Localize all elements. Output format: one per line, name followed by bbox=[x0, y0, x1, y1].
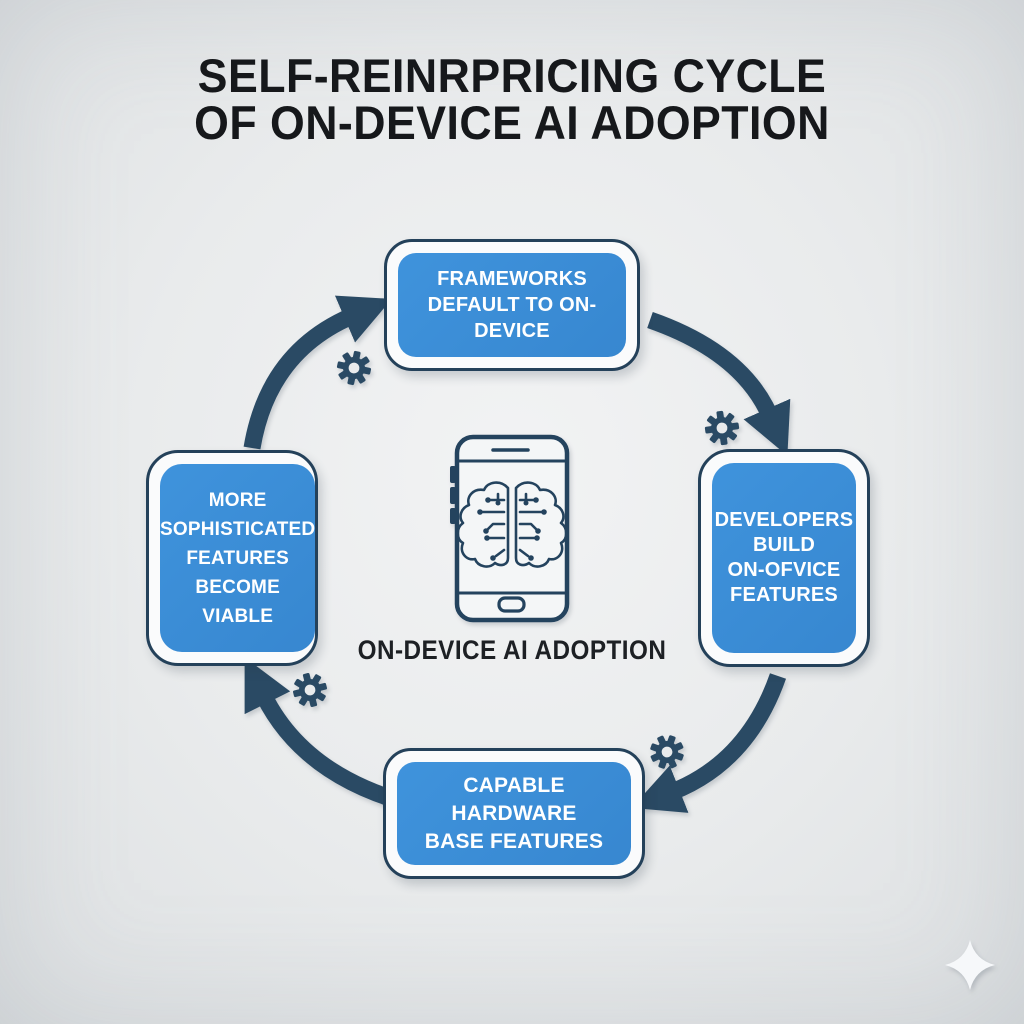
gear-icon bbox=[702, 408, 742, 448]
sparkle-icon bbox=[945, 940, 995, 990]
arrow-left-to-top bbox=[243, 295, 392, 450]
center-caption: ON-DEVICE AI ADOPTION bbox=[357, 635, 667, 665]
arrow-top-to-right bbox=[647, 311, 791, 456]
cycle-node-frameworks-label: FRAMEWORKS DEFAULT TO ON-DEVICE bbox=[427, 268, 597, 342]
gear-icon bbox=[289, 669, 331, 711]
cycle-node-developers-fill: DEVELOPERS BUILD ON-OFVICE FEATURES bbox=[712, 463, 856, 653]
smartphone-brain-icon bbox=[450, 434, 570, 623]
arrow-right-to-bottom bbox=[631, 673, 787, 813]
gear-icon bbox=[645, 730, 689, 774]
cycle-node-developers: DEVELOPERS BUILD ON-OFVICE FEATURES bbox=[698, 449, 870, 667]
cycle-node-features-fill: MORE SOPHISTICATED FEATURES BECOME VIABL… bbox=[160, 464, 316, 652]
page-title: SELF-REINRPRICING CYCLE OF ON-DEVICE AI … bbox=[194, 49, 830, 149]
cycle-node-developers-label: DEVELOPERS BUILD ON-OFVICE FEATURES bbox=[714, 509, 854, 606]
cycle-arrows bbox=[243, 295, 791, 813]
cycle-node-frameworks-fill: FRAMEWORKS DEFAULT TO ON-DEVICE bbox=[398, 253, 626, 357]
cycle-node-features-label: MORE SOPHISTICATED FEATURES BECOME VIABL… bbox=[160, 489, 316, 627]
cycle-node-hardware-fill: CAPABLE HARDWARE BASE FEATURES bbox=[397, 762, 631, 865]
cycle-node-hardware-label: CAPABLE HARDWARE BASE FEATURES bbox=[424, 773, 604, 853]
arrow-bottom-to-left bbox=[244, 657, 393, 807]
cycle-node-features: MORE SOPHISTICATED FEATURES BECOME VIABL… bbox=[146, 450, 318, 666]
cycle-node-frameworks: FRAMEWORKS DEFAULT TO ON-DEVICE bbox=[384, 239, 640, 371]
cycle-node-hardware: CAPABLE HARDWARE BASE FEATURES bbox=[383, 748, 645, 879]
gear-icon bbox=[333, 347, 375, 389]
